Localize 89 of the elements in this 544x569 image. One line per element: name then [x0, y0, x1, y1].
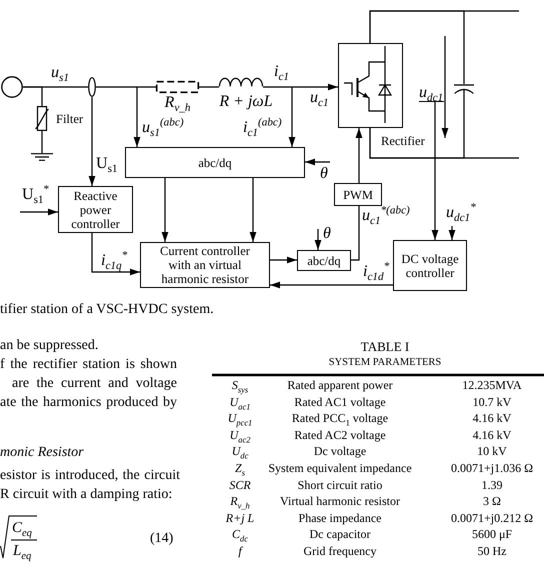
edge-label: i$_{c1}$	[274, 63, 290, 81]
table-subtitle: SYSTEM PARAMETERS	[328, 356, 442, 369]
arrow	[88, 97, 96, 186]
arrow	[356, 128, 362, 183]
table-title: TABLE I	[360, 339, 410, 354]
voltage-label: u$_{dc1}$	[419, 85, 444, 102]
arrow	[162, 178, 168, 242]
formula-term: L$_{eq}$	[13, 542, 32, 560]
parameter-name: Grid frequency	[304, 544, 376, 558]
parameter-symbol: R+j L	[226, 510, 254, 525]
ground-symbol	[31, 153, 53, 161]
parameter-name: Short circuit ratio	[298, 478, 382, 492]
wire	[351, 206, 360, 261]
parameter-name: Rated AC2 voltage	[294, 428, 386, 442]
controller-block: DC voltage controller	[393, 240, 467, 291]
arrow	[250, 178, 256, 242]
wire	[369, 128, 519, 159]
wire	[41, 131, 43, 153]
resistor-label: R$_{v_h}$	[164, 94, 190, 112]
parameter-name: Virtual harmonic resistor	[280, 494, 400, 508]
arrow	[305, 158, 330, 166]
parameter-value: 1.39	[482, 478, 502, 492]
parameter-name: Rated AC1 voltage	[294, 394, 386, 409]
arrow	[263, 84, 338, 90]
section-heading: monic Resistor	[0, 444, 84, 461]
edge-label: θ	[320, 165, 328, 183]
impedance-label: R + jωL	[219, 93, 273, 111]
controller-block: Reactive power controller	[58, 186, 133, 233]
parameter-value: 4.16 kV	[472, 411, 512, 426]
arrow	[448, 226, 456, 240]
figure-caption: tifier station of a VSC-HVDC system.	[0, 301, 214, 318]
source-symbol	[1, 76, 23, 98]
parameter-value: 4.16 kV	[472, 428, 512, 442]
parameter-value: 3 Ω	[483, 494, 501, 508]
parameter-symbol: f	[238, 544, 242, 558]
parameter-name: Dc capacitor	[310, 527, 370, 542]
wire	[23, 86, 43, 106]
edge-label: U$_{s1}$	[96, 155, 118, 173]
parameter-symbol: U$_{ac2}$	[230, 428, 250, 442]
transform-block: abc/dq	[297, 250, 351, 271]
sensor-symbol	[88, 77, 96, 97]
arrow	[270, 282, 393, 288]
arrow	[91, 233, 140, 276]
equation-number: (14)	[150, 530, 174, 547]
body-text: ate the harmonics produced by	[0, 394, 177, 411]
arrow	[134, 87, 140, 147]
parameter-value: 0.0071+j0.212 Ω	[450, 510, 534, 525]
formula-term: C$_{eq}$	[12, 519, 32, 537]
parameter-name: Rated apparent power	[287, 378, 393, 392]
parameter-name: Rated PCC$_{1}$ voltage	[292, 411, 388, 426]
parameter-symbol: S$_{sys}$	[232, 378, 248, 392]
parameter-value: 12.235MVA	[462, 378, 522, 392]
edge-label: u$_{s1}$	[51, 64, 69, 82]
arrow	[432, 102, 438, 240]
parameter-symbol: U$_{pcc1}$	[228, 411, 252, 426]
rectifier-label: Rectifier	[381, 134, 425, 149]
parameter-name: Dc voltage	[314, 444, 366, 458]
parameter-symbol: SCR	[229, 478, 251, 492]
body-text: esistor is introduced, the circuit	[0, 467, 180, 484]
parameter-value: 10.7 kV	[472, 394, 512, 409]
parameter-name: Phase impedance	[298, 510, 382, 525]
arrow	[270, 256, 297, 264]
parameter-symbol: R$_{v_h}$	[230, 494, 250, 508]
parameter-value: 10 kV	[477, 444, 507, 458]
body-text: R circuit with a damping ratio:	[0, 486, 172, 503]
modulator-block: PWM	[334, 183, 382, 206]
wire	[369, 10, 519, 43]
edge-label: θ	[323, 225, 331, 243]
filter-label: Filter	[56, 112, 84, 127]
controller-block: Current controller with an virtual harmonic resistor	[140, 242, 270, 288]
parameter-value: 5600 μF	[472, 527, 512, 542]
capacitor-symbol	[454, 84, 474, 94]
body-text: are the current and voltage	[12, 375, 177, 392]
parameter-symbol: U$_{dc}$	[232, 444, 248, 458]
parameter-symbol: C$_{dc}$	[232, 527, 248, 542]
transform-block: abc/dq	[125, 147, 305, 178]
arrow	[288, 87, 296, 147]
wire	[96, 86, 156, 88]
parameter-symbol: Z$_{s}$	[235, 461, 245, 475]
parameter-name: System equivalent impedance	[268, 461, 412, 475]
arrow	[20, 208, 58, 216]
voltage-label: u$_{c1}$	[310, 89, 329, 107]
body-text: f the rectifier station is shown	[0, 356, 177, 373]
body-text: an be suppressed.	[0, 337, 98, 354]
parameter-symbol: U$_{ac1}$	[230, 394, 250, 409]
arrow	[314, 229, 322, 250]
parameter-value: 0.0071+j1.036 Ω	[450, 461, 534, 475]
parameter-value: 50 Hz	[478, 544, 506, 558]
wire	[199, 86, 219, 88]
